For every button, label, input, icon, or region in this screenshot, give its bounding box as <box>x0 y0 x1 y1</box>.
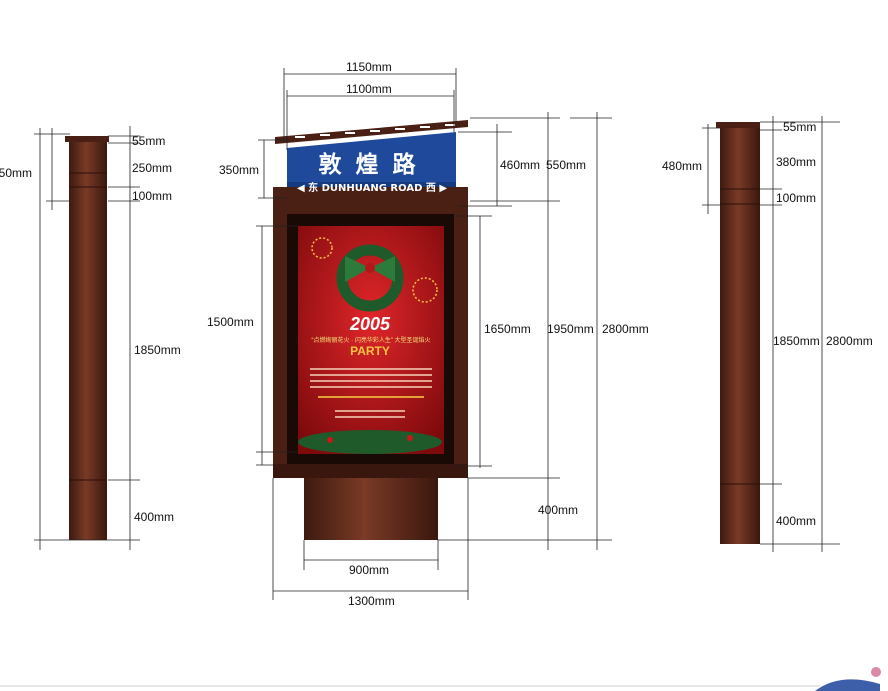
kiosk-dim-900: 900mm <box>349 563 390 577</box>
left-dim-350: 350mm <box>0 166 33 180</box>
right-dim-400: 400mm <box>776 514 817 528</box>
right-dim-55: 55mm <box>783 120 817 134</box>
poster-year: 2005 <box>349 314 391 334</box>
left-pole <box>65 136 109 540</box>
kiosk-dim-1150: 1150mm <box>346 60 392 74</box>
kiosk-dim-350: 350mm <box>219 163 260 177</box>
kiosk-dim-1300: 1300mm <box>348 594 395 608</box>
kiosk-dim-2800: 2800mm <box>602 322 649 336</box>
corner-logo <box>0 667 881 691</box>
left-dim-100: 100mm <box>132 189 173 203</box>
sign-english-line: ◀ 东 DUNHUANG ROAD 西 ▶ <box>296 183 448 194</box>
right-pole <box>716 122 760 544</box>
kiosk-dim-1500: 1500mm <box>207 315 254 329</box>
kiosk-dim-460: 460mm <box>500 158 541 172</box>
kiosk-dim-1100: 1100mm <box>346 82 392 96</box>
left-dim-250: 250mm <box>132 161 173 175</box>
right-dim-380: 380mm <box>776 155 817 169</box>
poster-headline: PARTY <box>350 344 390 358</box>
left-dim-55: 55mm <box>132 134 166 148</box>
kiosk-dim-550: 550mm <box>546 158 587 172</box>
right-dim-100: 100mm <box>776 191 817 205</box>
right-dim-1850: 1850mm <box>773 334 820 348</box>
left-dim-1850: 1850mm <box>134 343 181 357</box>
center-kiosk <box>273 120 468 540</box>
sign-chinese-name: 敦煌路 <box>318 152 430 178</box>
right-dim-480: 480mm <box>662 159 703 173</box>
center-kiosk-dimensions <box>256 68 612 600</box>
left-pole-dimensions <box>34 126 140 550</box>
kiosk-dim-1650: 1650mm <box>484 322 531 336</box>
right-dim-2800: 2800mm <box>826 334 873 348</box>
kiosk-dim-1950: 1950mm <box>547 322 594 336</box>
left-dim-400: 400mm <box>134 510 175 524</box>
right-pole-dimensions <box>702 116 840 552</box>
kiosk-dim-400: 400mm <box>538 503 579 517</box>
poster-slogan: “点燃绚丽花火 · 闪亮华彩人生” 大型圣诞焰火 <box>311 338 431 344</box>
